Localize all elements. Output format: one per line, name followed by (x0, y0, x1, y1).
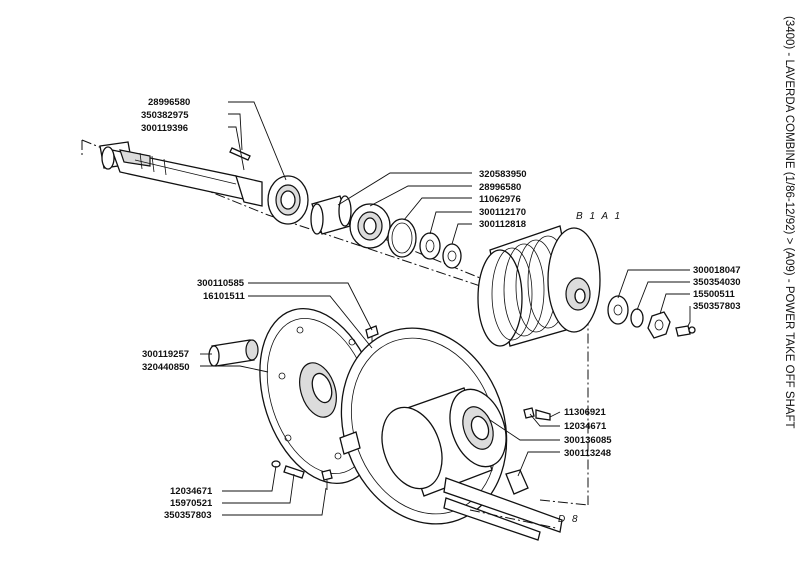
label-300119257: 300119257 (142, 349, 189, 360)
label-300112170: 300112170 (479, 207, 526, 218)
leader-lines (200, 101, 691, 516)
label-15500511: 15500511 (693, 289, 735, 300)
label-300113248: 300113248 (564, 448, 611, 459)
label-16101511: 16101511 (203, 291, 245, 302)
washer-2 (442, 243, 462, 269)
label-320583950: 320583950 (479, 169, 527, 180)
spring-washer (630, 308, 644, 328)
label-300112818: 300112818 (479, 219, 526, 230)
sleeve (310, 195, 352, 235)
label-300018047: 300018047 (693, 265, 741, 276)
washer-3 (607, 295, 629, 325)
label-11306921: 11306921 (564, 407, 606, 418)
label-12034671: 12034671 (564, 421, 607, 432)
label-350382975: 350382975 (141, 110, 189, 121)
label-320440850: 320440850 (142, 362, 190, 373)
nut (647, 311, 671, 339)
grease-nipple (675, 325, 696, 337)
part-labels: 28996580 350382975 300119396 320583950 2… (141, 97, 741, 525)
ref-d8: D 8 (558, 514, 580, 525)
circlip (387, 218, 417, 258)
label-28996580-b: 28996580 (479, 182, 521, 193)
bearing-upper-left (267, 175, 309, 225)
bushing (208, 339, 259, 367)
pulley-b1a1 (477, 225, 601, 347)
bolt-right (523, 407, 551, 421)
bolts-lower-left (271, 460, 333, 490)
pto-housing (339, 327, 508, 525)
label-12034671-b: 12034671 (170, 486, 213, 497)
key-pin (229, 147, 251, 161)
splined-shaft (99, 141, 263, 207)
page-title: (3400) - LAVERDA COMBINE (1/86-12/92) > … (783, 16, 795, 429)
label-350354030: 350354030 (693, 277, 741, 288)
label-300110585: 300110585 (197, 278, 245, 289)
label-350357803-b: 350357803 (164, 510, 212, 521)
washer-1 (419, 232, 441, 260)
lower-tube (443, 477, 563, 541)
cover-plate (505, 469, 529, 495)
label-300119396: 300119396 (141, 123, 188, 134)
bearing-upper-right (349, 203, 391, 249)
label-350357803: 350357803 (693, 301, 741, 312)
label-15970521: 15970521 (170, 498, 213, 509)
ref-b1a1: B 1 A 1 (576, 211, 622, 222)
label-11062976: 11062976 (479, 194, 521, 205)
label-300136085: 300136085 (564, 435, 612, 446)
label-28996580: 28996580 (148, 97, 190, 108)
